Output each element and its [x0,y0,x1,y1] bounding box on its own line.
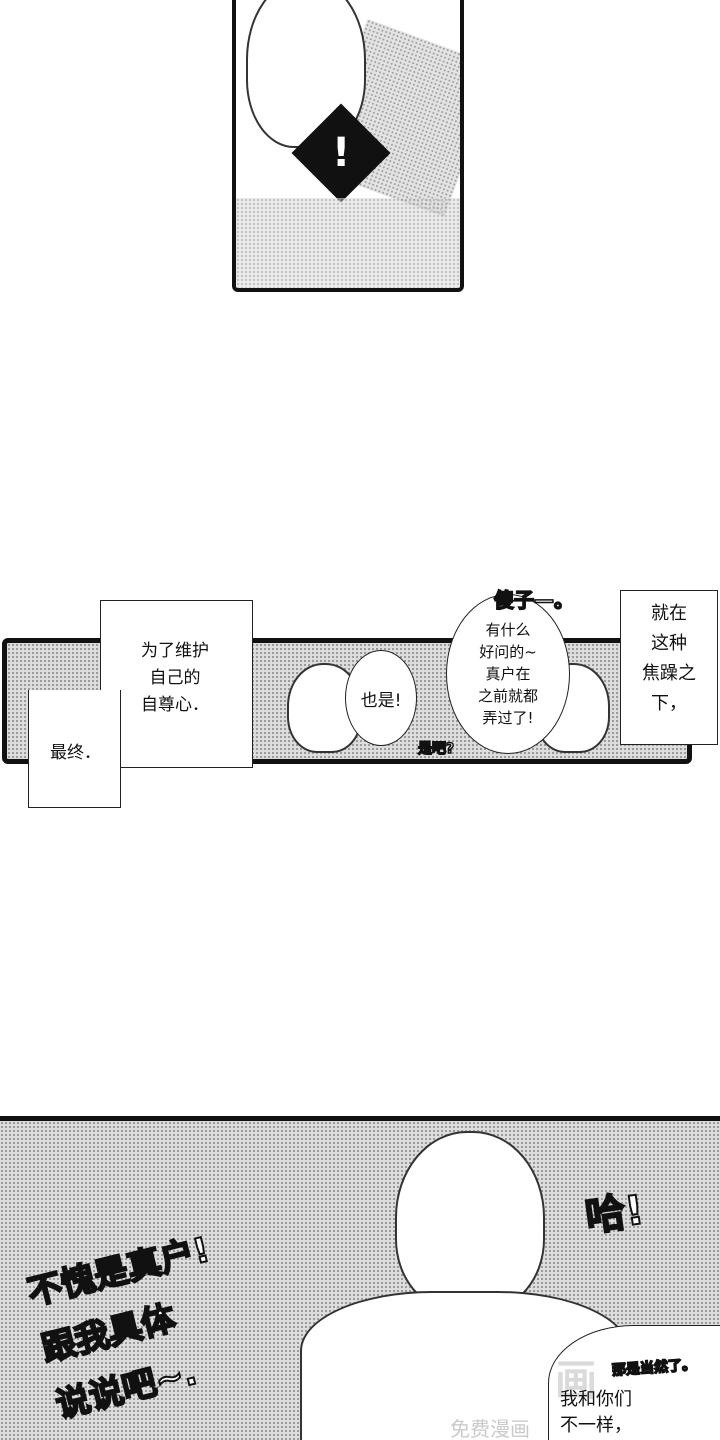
watermark-text: 免费漫画 [450,1417,530,1440]
sfx-fool: 傻子—。 [493,587,575,613]
sfx-laugh: 哈! [582,1186,648,1242]
speech-bubble-agree: 也是! [345,650,417,746]
speech-text: 我和你们 不一样， [560,1389,632,1436]
sfx-right: 是吧? [417,740,455,758]
shirt-tone [236,198,460,288]
narration-box-left [100,600,253,768]
manga-panel-1: ! [232,0,464,292]
character-face [246,0,366,148]
narration-left-bottom-text: 最终． [50,743,101,763]
shout-text: 不愧是真户! 跟我具体 说说吧~. [23,1229,215,1427]
narration-box-right: 就在 这种 焦躁之 下， [620,590,718,745]
character-face [395,1131,545,1311]
watermark-logo: 画 [555,1356,598,1405]
narration-box-left-bottom [28,690,121,808]
speech-bubble [548,1325,720,1440]
speech-bubble-question: 有什么 好问的~ 真户在 之前就都 弄过了! [446,594,570,754]
narration-left-text: 为了维护 自己的 自尊心． [141,641,209,715]
manga-panel-3: 不愧是真户! 跟我具体 说说吧~. 哈! 画 那是当然了。 我和你们 不一样， … [0,1116,720,1440]
